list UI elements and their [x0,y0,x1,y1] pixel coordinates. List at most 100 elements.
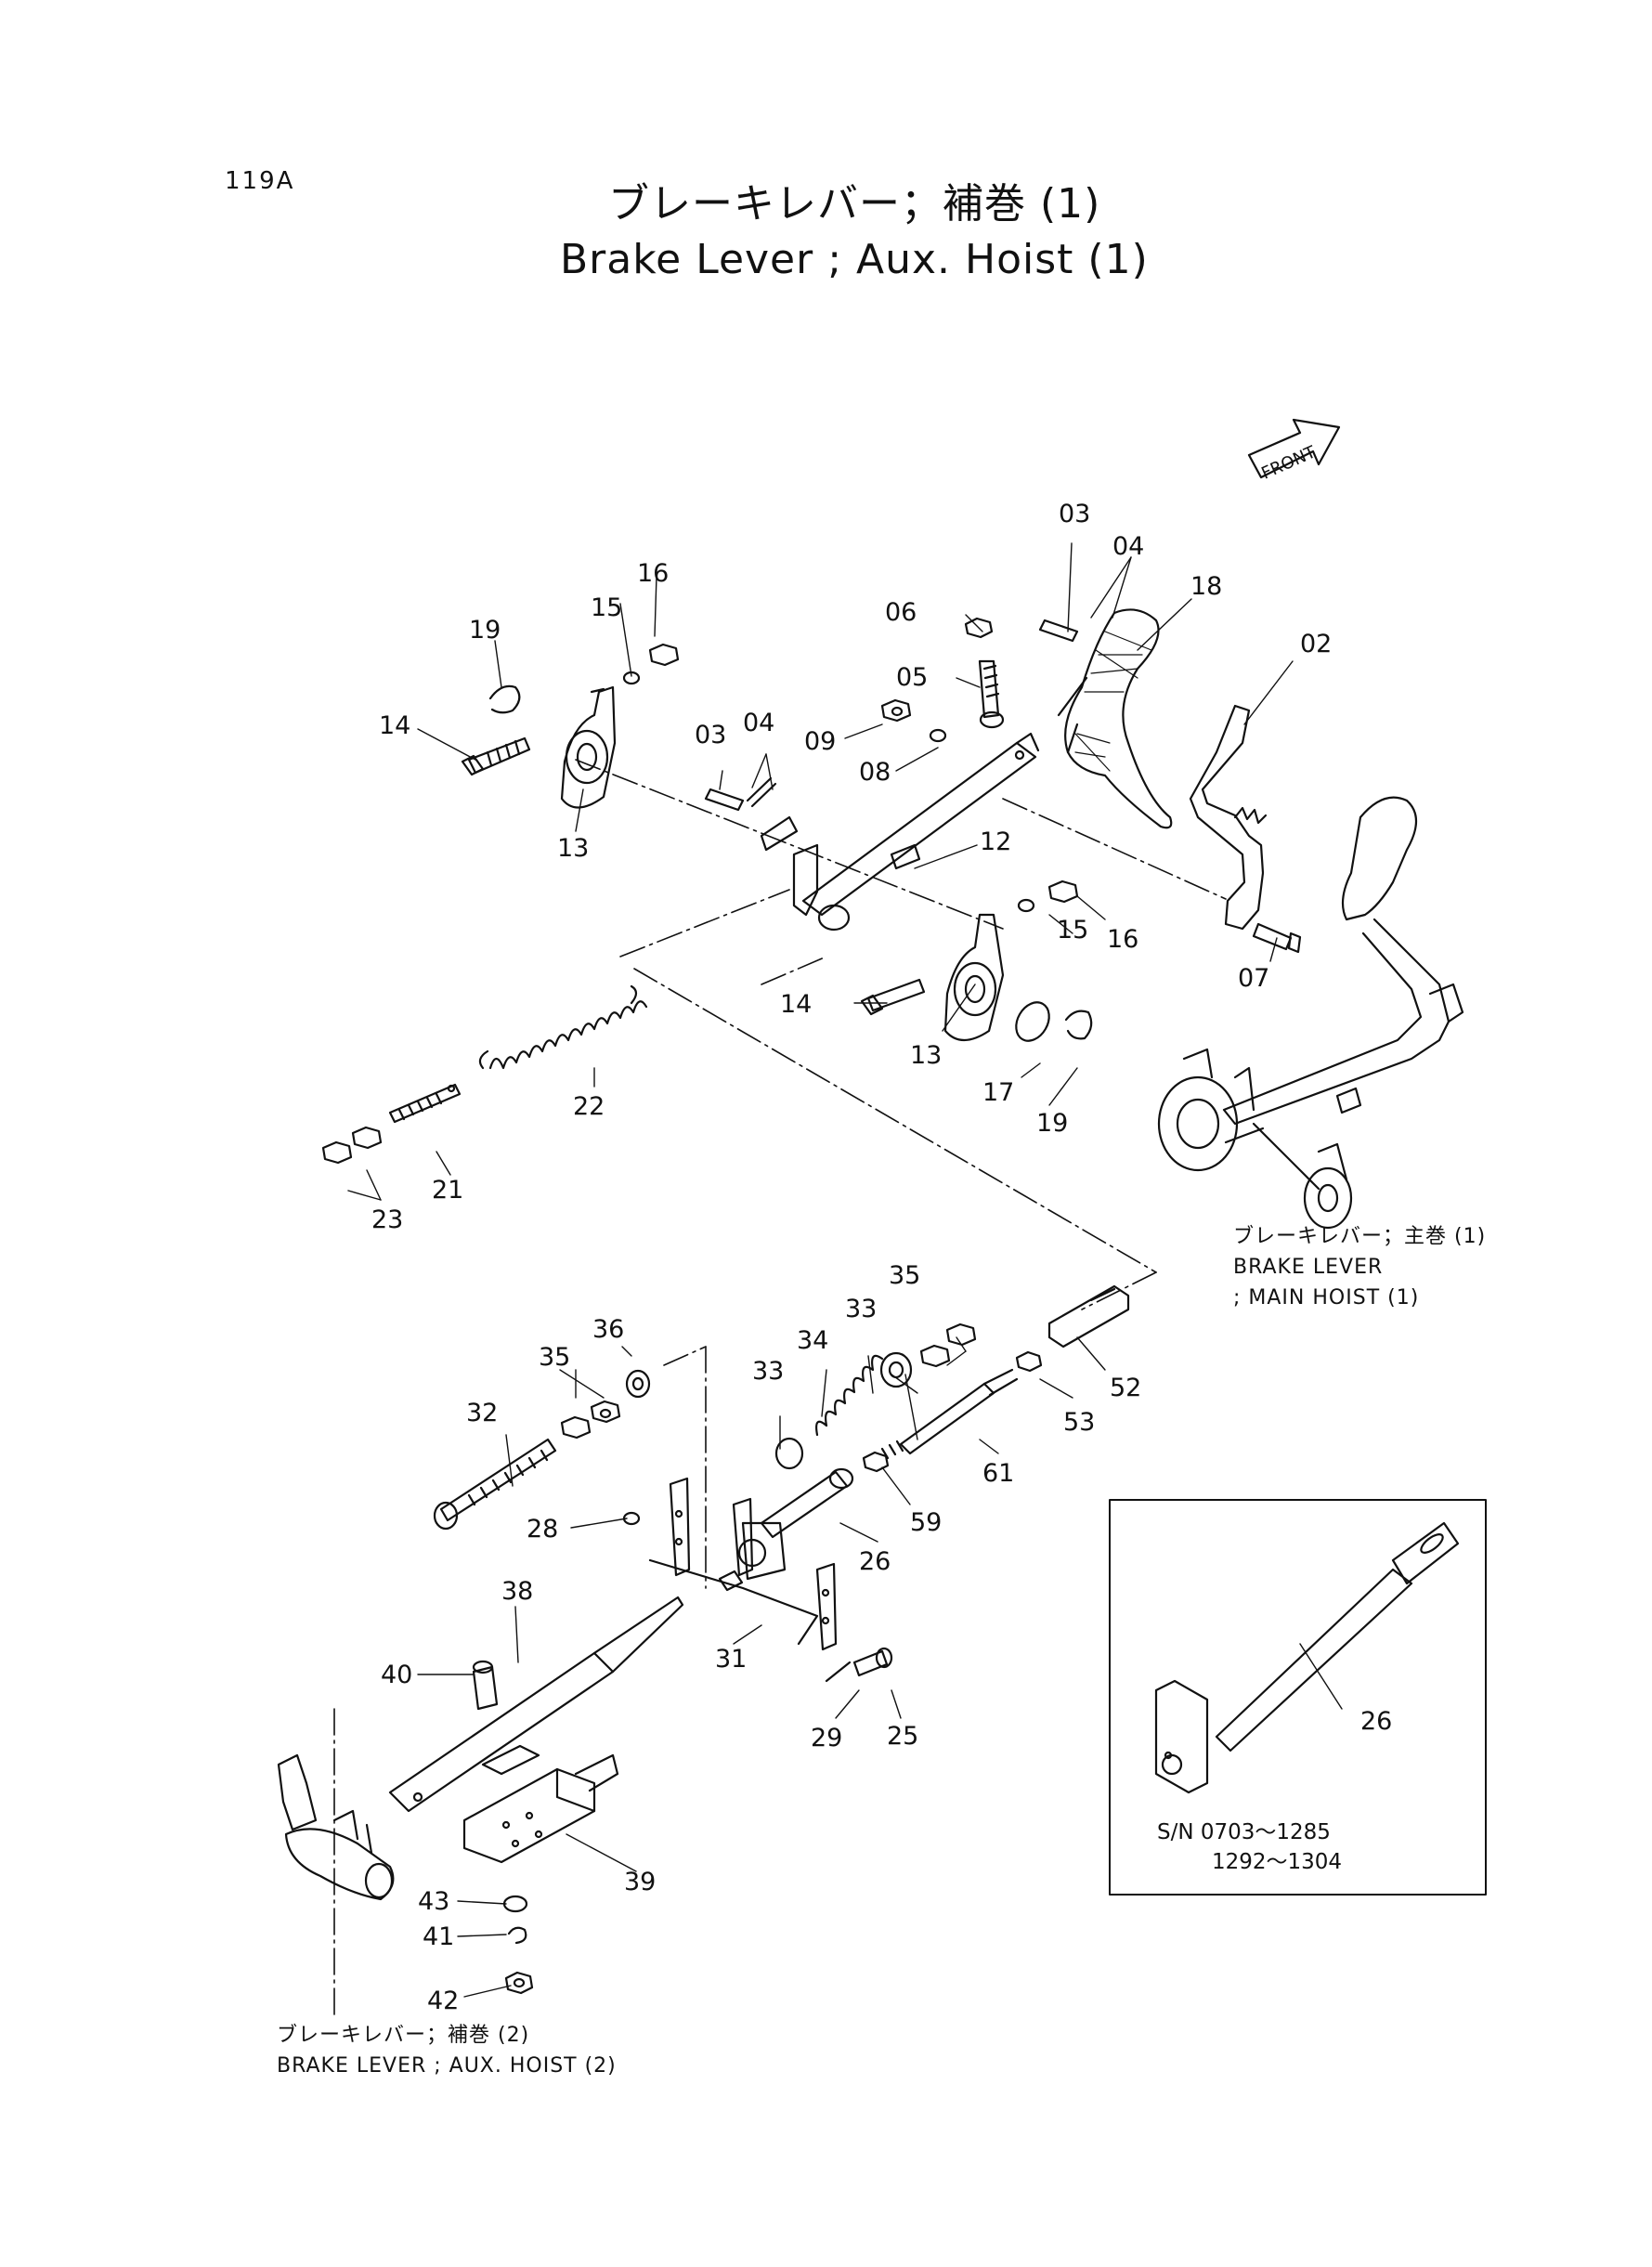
lever-shaft-part-12 [760,732,1040,932]
nut-part-16-lower [1047,879,1079,904]
bolt-part-05 [978,659,1005,729]
part-label: 53 [1063,1408,1095,1437]
part-label: 22 [573,1092,605,1121]
clevis-part-52 [1047,1284,1130,1348]
threaded-rod-part-21 [388,1083,462,1124]
part-label: 40 [381,1661,412,1689]
pin-part-03-left [704,776,777,812]
nut-part-23-b [351,1126,383,1150]
part-label: 61 [982,1459,1014,1488]
main-hoist-caption-line1: ブレーキレバー；主巻 (1) [1233,1225,1487,1248]
spring-seat-part-33-upper [879,1351,913,1388]
washer-part-28 [622,1511,641,1526]
part-label: 07 [1238,964,1269,993]
washer-part-15-lower [1017,898,1035,913]
main-hoist-caption-line3: ; MAIN HOIST (1) [1233,1286,1420,1309]
part-label: 16 [1107,925,1138,954]
circlip-part-41 [507,1926,527,1945]
part-label: 28 [527,1515,558,1544]
part-label: 09 [804,727,836,756]
spring-part-34 [815,1354,884,1437]
inset-serial-line2: 1292～1304 [1212,1850,1343,1874]
pin-part-03-upper [1038,619,1079,643]
nut-part-35-left-a [560,1415,592,1440]
nut-part-35-right-b [945,1322,977,1347]
nut-part-59 [862,1451,890,1473]
pedal-plate-part-18 [1057,608,1173,829]
part-label: 03 [1059,500,1090,528]
part-label: 41 [423,1922,454,1951]
circlip-part-19-upper [488,684,521,714]
nut-part-23-a [321,1140,353,1165]
part-label: 23 [371,1205,403,1234]
part-label: 03 [695,721,726,749]
title-japanese: ブレーキレバー；補巻 (1) [608,180,1101,228]
main-hoist-lever-assembly [1157,796,1464,1230]
part-label: 19 [1036,1109,1068,1138]
part-label: 13 [910,1041,942,1070]
part-label: 25 [887,1722,918,1751]
inset-box [1109,1499,1487,1896]
part-label: 33 [752,1357,784,1386]
part-label: 59 [910,1508,942,1537]
nut-part-42 [504,1971,534,1995]
part-label: 34 [797,1326,828,1355]
nut-part-35-left-b [590,1400,621,1424]
rod-part-61 [880,1368,1019,1460]
part-label: 14 [780,990,812,1019]
pin-part-25 [852,1647,893,1677]
part-label: 04 [743,709,774,737]
leader-lines [347,542,1343,1998]
aux-hoist2-lever-part [277,1753,395,1901]
nut-part-16-upper [648,643,680,667]
nut-part-35-right-a [919,1344,951,1368]
lever-arm-part-26 [737,1467,854,1581]
washer-part-15-upper [622,671,641,685]
nut-part-09 [880,698,912,723]
inset-part-label: 26 [1360,1707,1392,1736]
part-label: 26 [859,1547,891,1576]
part-label: 39 [624,1868,656,1896]
cotter-pin-part-29 [825,1661,852,1683]
bolt-part-40 [472,1660,499,1711]
part-label: 05 [896,663,928,692]
bolt-part-14-upper [461,736,531,776]
part-label: 29 [811,1724,842,1752]
part-label: 33 [845,1295,877,1323]
part-label: 15 [1057,916,1088,945]
part-label: 04 [1112,532,1144,561]
part-label: 14 [379,711,410,740]
part-label: 18 [1190,572,1222,601]
bolt-part-32 [433,1438,557,1531]
title-english: Brake Lever ; Aux. Hoist (1) [560,236,1149,283]
page-number: 119A [225,167,295,195]
spring-part-22 [478,984,648,1070]
part-label: 38 [501,1577,533,1606]
assembly-center-lines [333,759,1227,2021]
nut-part-53 [1015,1350,1043,1373]
washer-part-43 [502,1895,528,1913]
bolt-part-14-lower [860,978,926,1016]
part-label: 15 [591,593,622,622]
part-label: 08 [859,758,891,787]
part-label: 12 [980,827,1011,856]
part-label: 13 [557,834,589,863]
spring-seat-part-33-lower [774,1437,804,1470]
part-label: 32 [466,1399,498,1427]
part-label: 42 [427,1987,459,2015]
part-label: 52 [1110,1374,1141,1402]
part-label: 31 [715,1645,747,1674]
bracket-part-31 [648,1477,838,1651]
part-label: 02 [1300,630,1332,658]
part-label: 19 [469,616,501,645]
part-label: 17 [982,1078,1014,1107]
circlip-part-19-lower [1064,1010,1093,1040]
ratchet-plate-part-02 [1189,704,1268,931]
nut-part-06 [964,617,994,639]
front-arrow-icon: FRONT [1247,418,1341,484]
ring-part-17 [1015,1001,1050,1042]
washer-part-36 [625,1369,651,1399]
block-part-39 [462,1744,619,1864]
